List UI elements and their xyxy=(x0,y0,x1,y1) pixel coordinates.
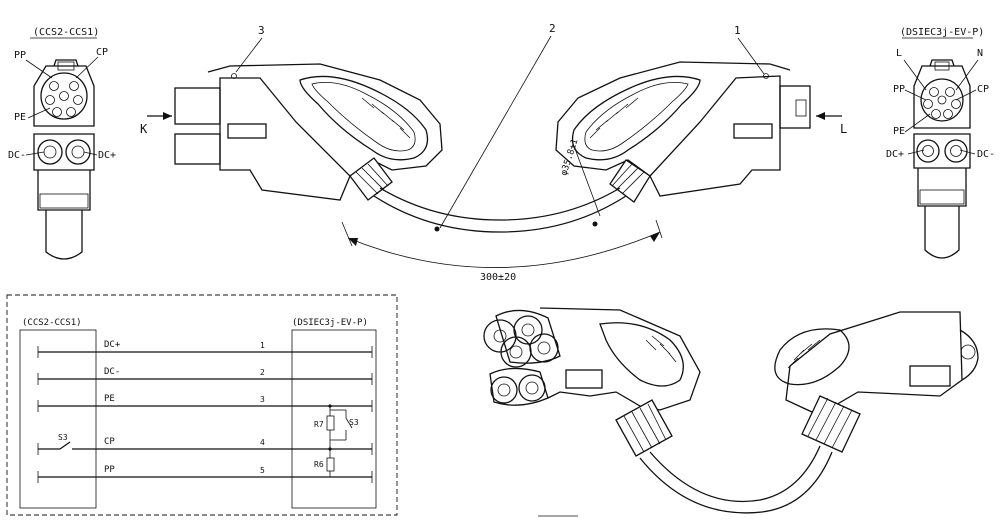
dimension-length: 300±20 xyxy=(480,272,516,283)
isometric-view xyxy=(483,307,979,517)
line-name-2: DC- xyxy=(104,367,120,377)
schematic-left-title: (CCS2-CCS1) xyxy=(22,318,82,328)
resistor-r6-label: R6 xyxy=(314,460,324,469)
switch-left-label: S3 xyxy=(58,433,68,442)
arrow-k-label: K xyxy=(140,122,148,136)
right-label-n: N xyxy=(977,48,983,59)
schematic-right-title: (DSIEC3j-EV-P) xyxy=(292,318,368,328)
line-pin-1: 1 xyxy=(260,341,265,350)
wiring-schematic: (CCS2-CCS1) (DSIEC3j-EV-P) DC+ 1 DC- 2 P… xyxy=(6,294,398,516)
line-name-3: PE xyxy=(104,394,115,404)
resistor-r7-label: R7 xyxy=(314,420,324,429)
line-name-5: PP xyxy=(104,465,115,475)
left-label-dc-minus: DC- xyxy=(8,150,26,161)
left-label-pe: PE xyxy=(14,112,26,123)
side-view: K L xyxy=(140,22,847,283)
callout-1: 1 xyxy=(734,24,741,37)
right-label-cp: CP xyxy=(977,84,989,95)
left-label-cp: CP xyxy=(96,47,108,58)
right-label-pp: PP xyxy=(893,84,905,95)
left-label-pp: PP xyxy=(14,50,26,61)
right-face-view: (DSIEC3j-EV-P) L N PP CP PE DC+ DC- xyxy=(886,27,995,259)
right-label-dc-plus: DC+ xyxy=(886,149,904,160)
left-face-view: (CCS2-CCS1) PP CP PE DC- DC+ xyxy=(8,27,116,260)
callout-3: 3 xyxy=(258,24,265,37)
dimension-diameter: φ35.8±1 xyxy=(559,138,580,177)
right-label-pe: PE xyxy=(893,126,905,137)
line-pin-5: 5 xyxy=(260,466,265,475)
line-name-1: DC+ xyxy=(104,340,121,350)
right-label-dc-minus: DC- xyxy=(977,149,995,160)
line-pin-2: 2 xyxy=(260,368,265,377)
switch-right-label: S3 xyxy=(349,418,359,427)
left-label-dc-plus: DC+ xyxy=(98,150,116,161)
line-pin-3: 3 xyxy=(260,395,265,404)
left-face-title: (CCS2-CCS1) xyxy=(33,27,99,38)
callout-2: 2 xyxy=(549,22,556,35)
line-name-4: CP xyxy=(104,437,115,447)
right-face-title: (DSIEC3j-EV-P) xyxy=(900,27,984,38)
line-pin-4: 4 xyxy=(260,438,265,447)
right-label-l: L xyxy=(896,48,902,59)
arrow-l-label: L xyxy=(840,122,847,136)
